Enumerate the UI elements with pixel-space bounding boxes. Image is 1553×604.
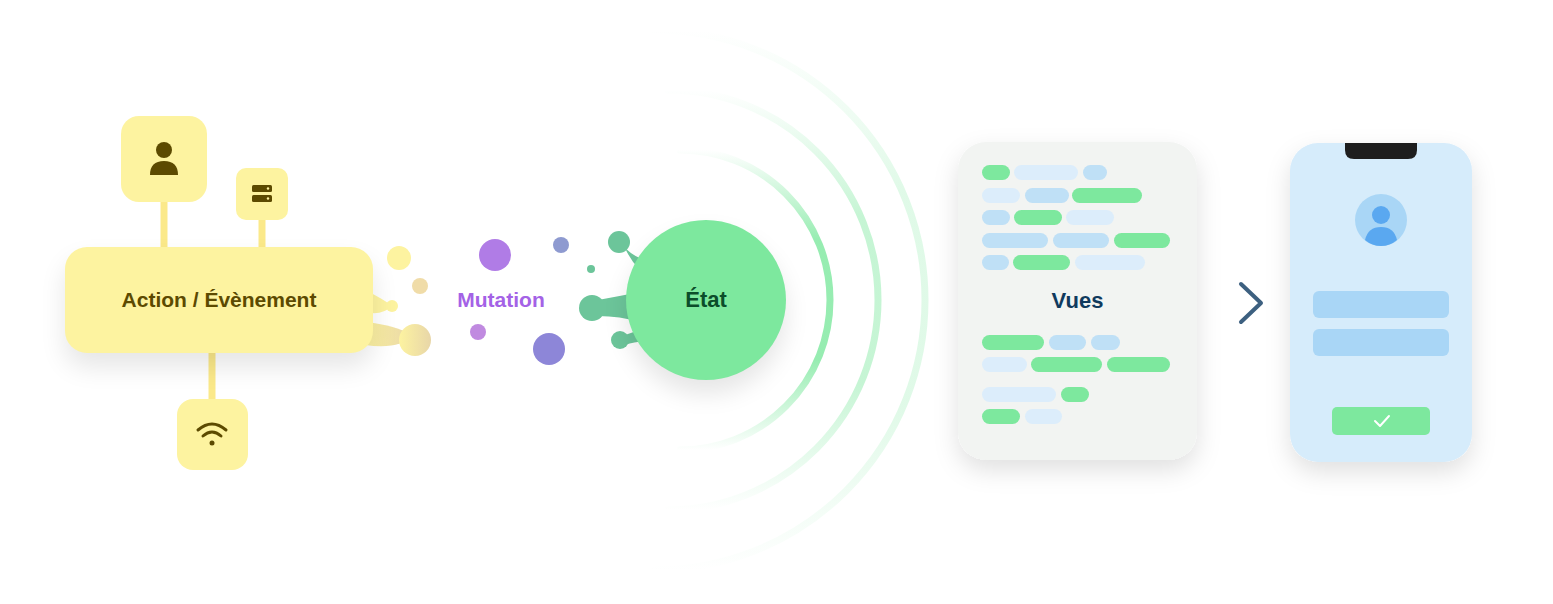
render-arrow [1198, 284, 1261, 322]
signal-waves [655, 30, 925, 570]
code-bars [982, 165, 1170, 424]
mutation-label: Mutation [457, 288, 544, 312]
view-card [958, 142, 1197, 460]
views-card-title: Vues [958, 278, 1197, 324]
action-splash [365, 246, 431, 356]
node-text: Action / Évènement [122, 288, 317, 312]
state-circle: État [626, 220, 786, 380]
phone-mockup [1290, 143, 1472, 462]
node-text: État [685, 287, 727, 313]
action-box: Action / Évènement [65, 247, 373, 353]
server-icon [236, 168, 288, 220]
person-icon [121, 116, 207, 202]
node-text: Vues [1052, 288, 1104, 314]
wifi-icon [177, 399, 248, 470]
